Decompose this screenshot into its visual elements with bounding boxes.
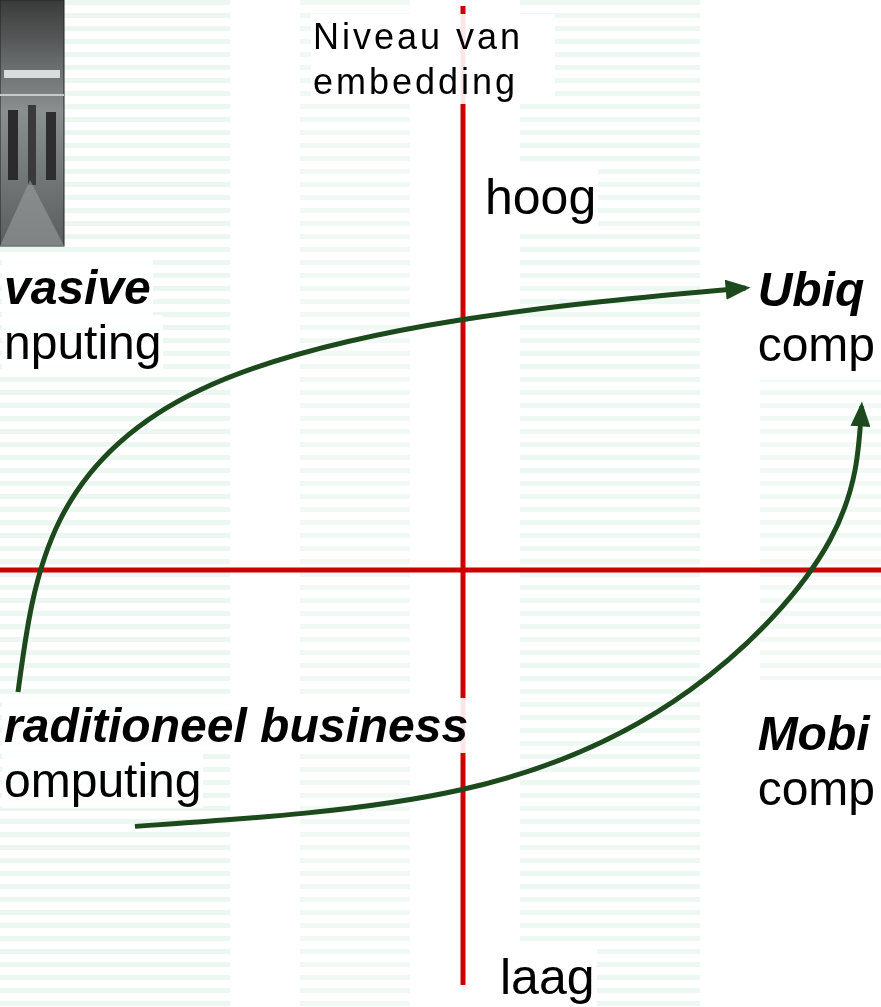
quadrant-title: Mobi xyxy=(756,706,872,761)
quadrant-subtitle: omputing xyxy=(2,753,203,808)
quadrant-label: Ubiqcomp xyxy=(756,262,877,372)
quadrant-title: vasive xyxy=(2,260,153,315)
quadrant-title: Ubiq xyxy=(756,262,867,317)
quadrant-label: vasivenputing xyxy=(2,260,163,370)
horizontal-axis xyxy=(0,568,881,573)
photo xyxy=(0,0,64,246)
axis-title: Niveau van embedding xyxy=(311,14,555,104)
quadrant-subtitle: nputing xyxy=(2,315,163,370)
vertical-axis xyxy=(461,6,466,985)
axes xyxy=(0,6,881,985)
quadrant-label: raditioneel businessomputing xyxy=(2,698,470,808)
axis-end-label: laag xyxy=(498,946,597,1007)
quadrant-label: Mobicomp xyxy=(756,706,877,816)
quadrant-subtitle: comp xyxy=(756,761,877,816)
quadrant-title: raditioneel business xyxy=(2,698,470,753)
arrow-connector xyxy=(135,406,862,826)
quadrant-subtitle: comp xyxy=(756,317,877,372)
axis-end-label: hoog xyxy=(483,166,598,229)
